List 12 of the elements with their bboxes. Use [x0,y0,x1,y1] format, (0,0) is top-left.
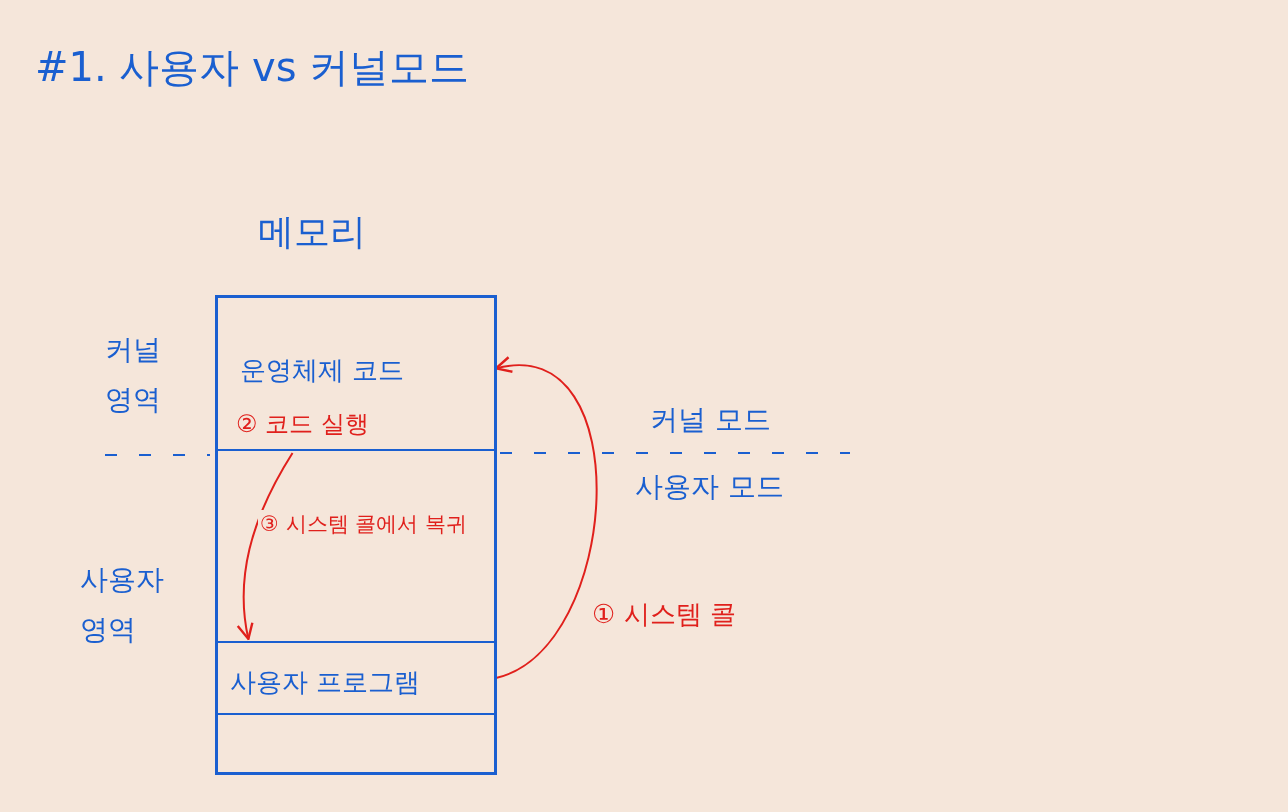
region-label: 커널 영역 [105,332,162,419]
title: #1. 사용자 vs 커널모드 [35,43,470,92]
arrow [494,358,598,679]
section-label: 운영체제 코드 [240,354,405,387]
user-program-section [218,641,494,715]
memory-heading: 메모리 [258,210,366,254]
region-label: 사용자 영역 [80,562,165,649]
mode-label: 사용자 모드 [635,469,784,505]
section-label: 사용자 프로그램 [230,666,421,699]
step-label: ② 코드 실행 [236,409,369,440]
mode-label: 커널 모드 [650,402,771,438]
arrow [237,452,294,641]
